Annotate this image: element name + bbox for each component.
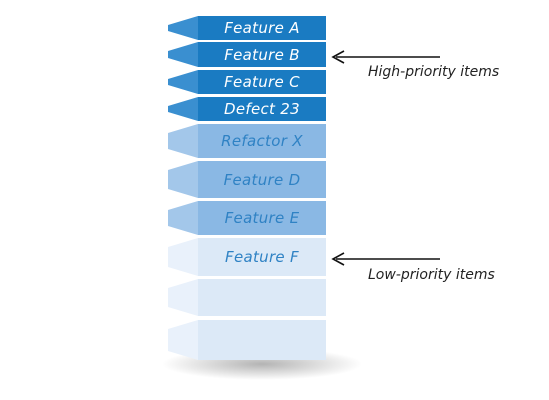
backlog-item-block: [168, 124, 326, 158]
block-side-face: [168, 124, 198, 158]
backlog-item-label: Feature A: [224, 19, 300, 37]
block-front-face: [198, 97, 326, 121]
high-priority-arrowhead: [331, 50, 345, 64]
backlog-item-block: [168, 161, 326, 198]
block-front-face: [198, 279, 326, 316]
block-front-face: [198, 320, 326, 360]
block-front-face: [198, 124, 326, 158]
backlog-item-label: Feature E: [224, 209, 300, 227]
backlog-item-label: Feature C: [224, 73, 300, 91]
block-side-face: [168, 42, 198, 67]
high-priority-callout: High-priority items: [368, 64, 500, 80]
block-front-face: [198, 70, 326, 94]
backlog-item-block: [168, 238, 326, 276]
backlog-item-label: Feature B: [224, 45, 300, 64]
backlog-item-label: Defect 23: [224, 100, 300, 118]
block-front-face: [198, 42, 326, 67]
backlog-item-block: [168, 97, 326, 121]
callout-arrows: [331, 50, 440, 266]
block-side-face: [168, 97, 198, 121]
block-side-face: [168, 238, 198, 276]
block-side-face: [168, 320, 198, 360]
backlog-item-block: [168, 279, 326, 316]
backlog-item-label: Feature F: [225, 248, 299, 266]
block-side-face: [168, 161, 198, 198]
block-side-face: [168, 16, 198, 40]
backlog-item-block: [168, 70, 326, 94]
backlog-item-block: [168, 42, 326, 67]
backlog-item-block: [168, 320, 326, 360]
block-front-face: [198, 16, 326, 40]
backlog-item-label: Refactor X: [221, 132, 303, 150]
block-front-face: [198, 238, 326, 276]
backlog-item-block: [168, 16, 326, 40]
low-priority-arrowhead: [331, 252, 345, 266]
backlog-item-label: Feature D: [223, 170, 301, 189]
block-front-face: [198, 201, 326, 235]
block-front-face: [198, 161, 326, 198]
block-side-face: [168, 279, 198, 316]
block-side-face: [168, 70, 198, 94]
block-side-face: [168, 201, 198, 235]
backlog-item-block: [168, 201, 326, 235]
low-priority-callout: Low-priority items: [368, 267, 495, 283]
